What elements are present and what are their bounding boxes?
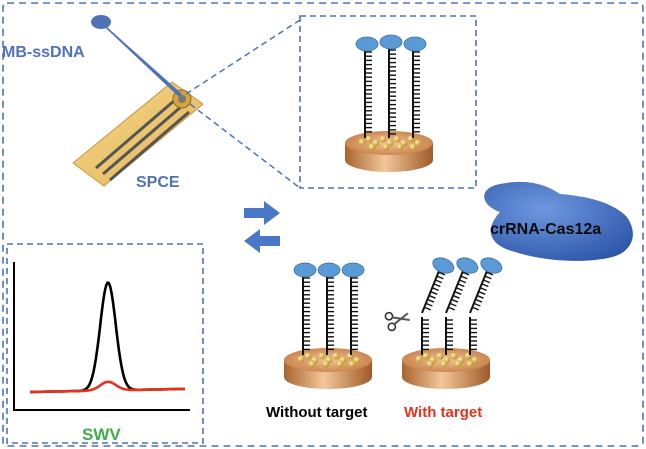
inset-frame <box>299 15 477 189</box>
methylene-blue-tag <box>480 257 503 274</box>
dna-strand-cleaved <box>421 257 455 355</box>
dna-strand <box>293 262 317 355</box>
methylene-blue-tag <box>317 262 341 278</box>
enzyme-label: crRNA-Cas12a <box>490 221 602 238</box>
method-label: SWV <box>82 425 121 444</box>
dna-strands-with-target <box>421 257 503 355</box>
scissors-icon <box>384 311 410 332</box>
swv-axes <box>13 262 190 411</box>
methylene-blue-tag <box>432 257 455 274</box>
spce-electrode <box>72 81 204 187</box>
swv-trace-without-target <box>30 281 185 394</box>
zoom-line-bottom <box>189 103 301 189</box>
dna-strand <box>341 262 365 355</box>
dna-strand <box>403 36 427 138</box>
methylene-blue-tag <box>379 34 403 50</box>
inset-electrode <box>345 131 433 172</box>
dna-strand-cleaved <box>445 257 479 355</box>
methylene-blue-tag <box>355 36 379 52</box>
probe-label: MB-ssDNA <box>2 44 85 61</box>
inset-dna-strands <box>355 34 427 138</box>
gold-nanoparticles <box>415 352 479 368</box>
dna-strand <box>379 34 403 138</box>
methylene-blue-tag <box>456 257 479 274</box>
swv-frame <box>6 243 204 444</box>
without-target-label: Without target <box>266 404 368 421</box>
cas12a-blob <box>484 181 633 261</box>
with-target-label: With target <box>404 404 483 421</box>
methylene-blue-tag <box>293 262 317 278</box>
zoom-line-top <box>185 19 301 95</box>
methylene-blue-tag <box>403 36 427 52</box>
dna-strands-without-target <box>293 262 365 355</box>
dna-strand <box>317 262 341 355</box>
electrode-label: SPCE <box>136 174 180 191</box>
methylene-blue-tag <box>341 262 365 278</box>
dna-strand <box>355 36 379 138</box>
probe-drop <box>91 15 182 97</box>
electrode-with-target <box>402 348 490 389</box>
gold-nanoparticles <box>358 135 422 151</box>
electrode-without-target <box>284 348 372 389</box>
cycle-arrows-icon <box>244 201 280 253</box>
swv-trace-with-target <box>30 380 185 394</box>
dna-strand-cleaved <box>469 257 503 355</box>
